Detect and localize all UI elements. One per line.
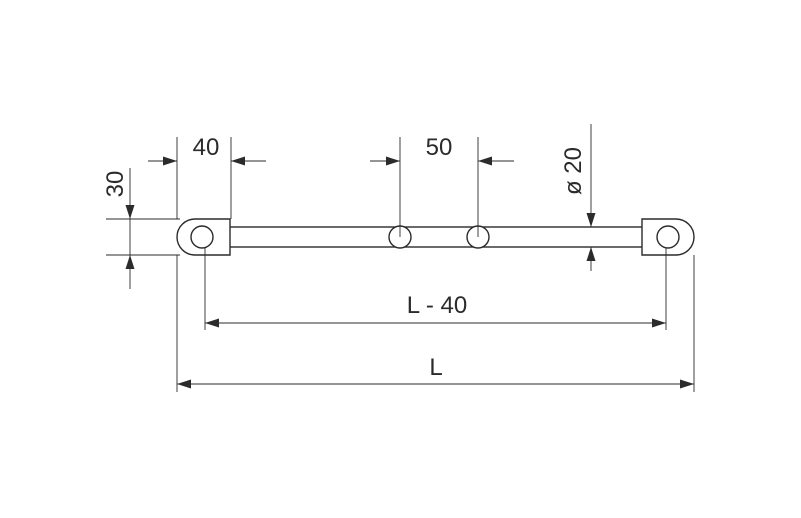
dim-dia-label: ø 20 <box>560 147 587 195</box>
dimension-l-minus-40: L - 40 <box>204 248 667 330</box>
dimension-40: 40 <box>148 134 266 219</box>
dim-50-label: 50 <box>426 134 453 161</box>
dim-40-arrow-right <box>231 156 245 166</box>
dim-50-arrow-left <box>386 156 400 166</box>
dim-dia-arrow-top <box>586 213 596 227</box>
dim-l40-arrow-left <box>205 318 219 328</box>
dim-30-label: 30 <box>102 171 129 198</box>
dim-l40-label: L - 40 <box>407 292 467 319</box>
rod-assembly <box>176 218 695 256</box>
dimension-l: L <box>176 255 695 392</box>
dim-l-arrow-right <box>680 379 694 389</box>
dim-50-arrow-right <box>478 156 492 166</box>
dim-30-arrow-bottom <box>125 255 135 269</box>
dim-30-arrow-top <box>125 205 135 219</box>
right-eye-hole <box>656 225 680 249</box>
dimension-diameter-20: ø 20 <box>560 124 596 271</box>
dim-l-arrow-left <box>177 379 191 389</box>
dim-40-arrow-left <box>163 156 177 166</box>
left-eye-hole <box>190 225 214 249</box>
dim-40-label: 40 <box>193 134 220 161</box>
dim-l40-arrow-right <box>652 318 666 328</box>
dim-dia-arrow-bottom <box>586 247 596 261</box>
rod-bar <box>227 226 647 248</box>
dimension-50: 50 <box>370 134 514 237</box>
dimension-30: 30 <box>102 168 180 289</box>
dim-l-label: L <box>429 354 442 381</box>
